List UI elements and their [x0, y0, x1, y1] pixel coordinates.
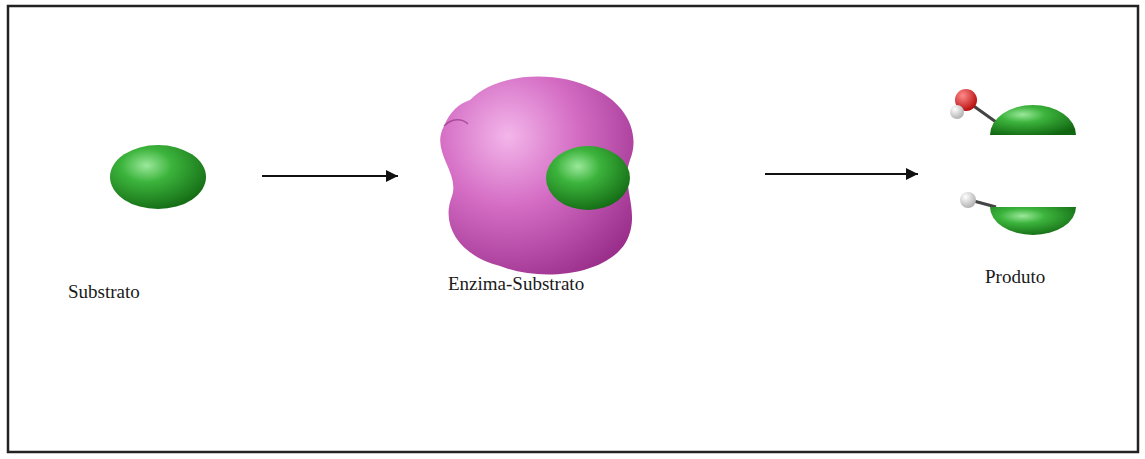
reaction-arrow: [262, 175, 398, 177]
substrate-molecule: [110, 145, 206, 209]
hydrogen-atom: [960, 192, 976, 208]
molecule-node: Enzima-Substrato: [398, 70, 765, 310]
node-label: Substrato: [68, 281, 140, 304]
product-fragment: [990, 207, 1076, 235]
reaction-arrow: [765, 173, 918, 175]
product-fragment: [990, 105, 1076, 135]
hydrogen-atom: [950, 105, 964, 119]
node-label: Produto: [985, 266, 1045, 289]
molecule-node: Produto: [918, 70, 1118, 310]
node-label: Enzima-Substrato: [448, 273, 584, 296]
enzyme-blob: [440, 77, 633, 275]
molecule-node: Substrato: [62, 70, 262, 310]
bound-substrate: [546, 146, 630, 210]
frame: [8, 6, 1138, 452]
enzyme-notch: [444, 120, 468, 126]
